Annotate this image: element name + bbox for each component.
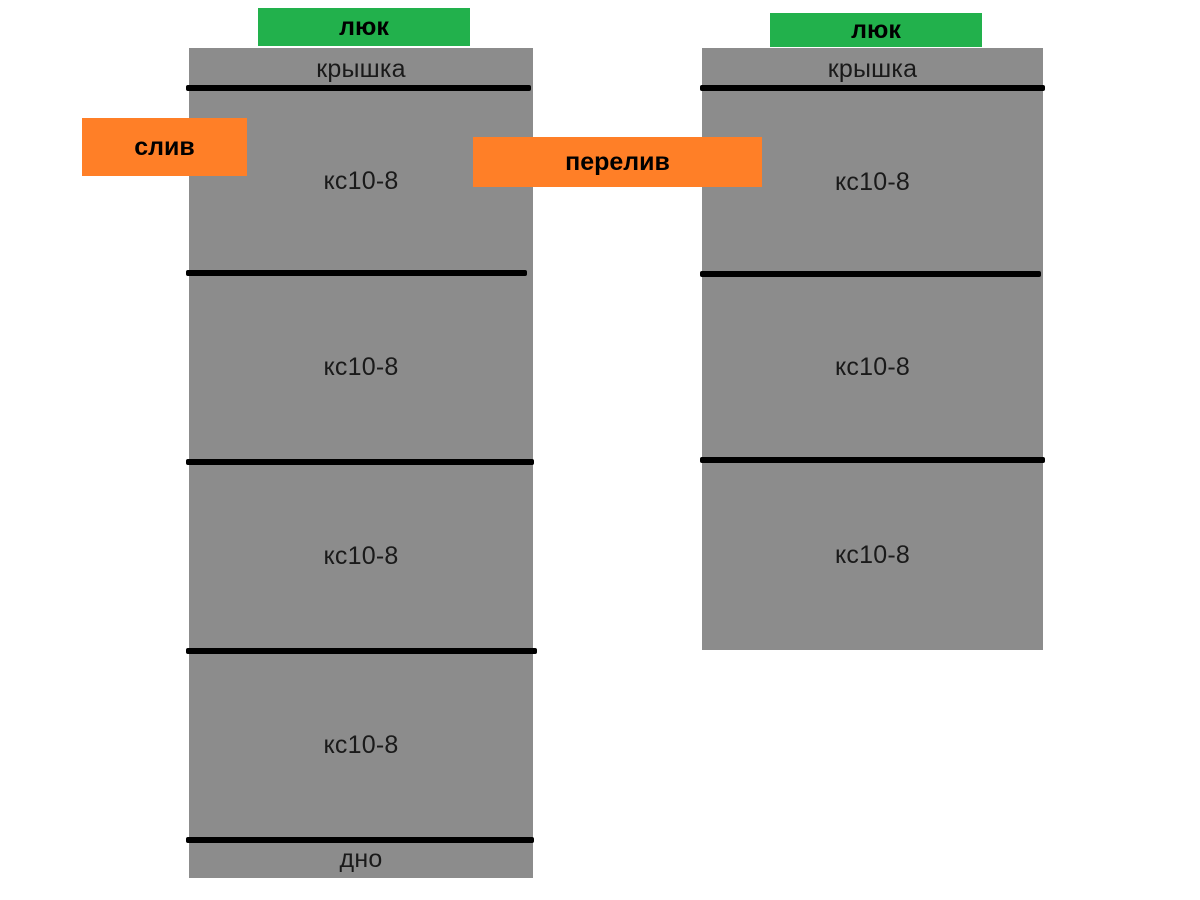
- left-tank-section-cover-label: крышка: [316, 54, 406, 83]
- left-tank-seam-5: [186, 837, 534, 843]
- left-tank-section-ring-4-label: кс10-8: [323, 731, 399, 759]
- left-tank-seam-4: [186, 648, 537, 654]
- right-tank-section-ring-2-label: кс10-8: [835, 352, 910, 381]
- left-tank-seam-1: [186, 85, 531, 91]
- right-tank-seam-3: [700, 457, 1045, 463]
- hatch-right-label: люк: [851, 15, 901, 44]
- right-tank-section-ring-3-label: кс10-8: [835, 540, 910, 569]
- left-tank-seam-2: [186, 270, 527, 276]
- right-tank-seam-2: [700, 271, 1041, 277]
- left-tank-section-ring-1-label: кс10-8: [323, 167, 399, 195]
- hatch-right: люк: [770, 13, 982, 47]
- left-tank-section-ring-2: кс10-8: [189, 273, 533, 462]
- left-tank-section-ring-4: кс10-8: [189, 651, 533, 840]
- hatch-left: люк: [258, 8, 470, 46]
- left-tank-section-ring-1: кс10-8: [189, 90, 533, 273]
- right-tank-section-cover: крышка: [702, 48, 1043, 90]
- left-tank-section-ring-2-label: кс10-8: [323, 353, 399, 381]
- right-tank-section-ring-3: кс10-8: [702, 460, 1043, 650]
- hatch-left-label: люк: [339, 12, 389, 41]
- right-tank-section-ring-1-label: кс10-8: [835, 167, 910, 196]
- right-tank-section-cover-label: крышка: [827, 54, 918, 83]
- right-tank-section-ring-1: кс10-8: [702, 90, 1043, 274]
- pipe-drain-label: слив: [134, 132, 195, 161]
- left-tank-seam-3: [186, 459, 534, 465]
- left-tank-section-ring-3-label: кс10-8: [323, 542, 399, 570]
- right-tank-section-ring-2: кс10-8: [702, 274, 1043, 460]
- pipe-overflow: перелив: [473, 137, 762, 187]
- right-tank-seam-1: [700, 85, 1045, 91]
- left-tank-section-cover: крышка: [189, 48, 533, 90]
- left-tank-section-bottom: дно: [189, 840, 533, 878]
- left-tank-section-bottom-label: дно: [339, 844, 383, 873]
- pipe-overflow-label: перелив: [565, 147, 670, 176]
- pipe-drain: слив: [82, 118, 247, 176]
- left-tank-section-ring-3: кс10-8: [189, 462, 533, 651]
